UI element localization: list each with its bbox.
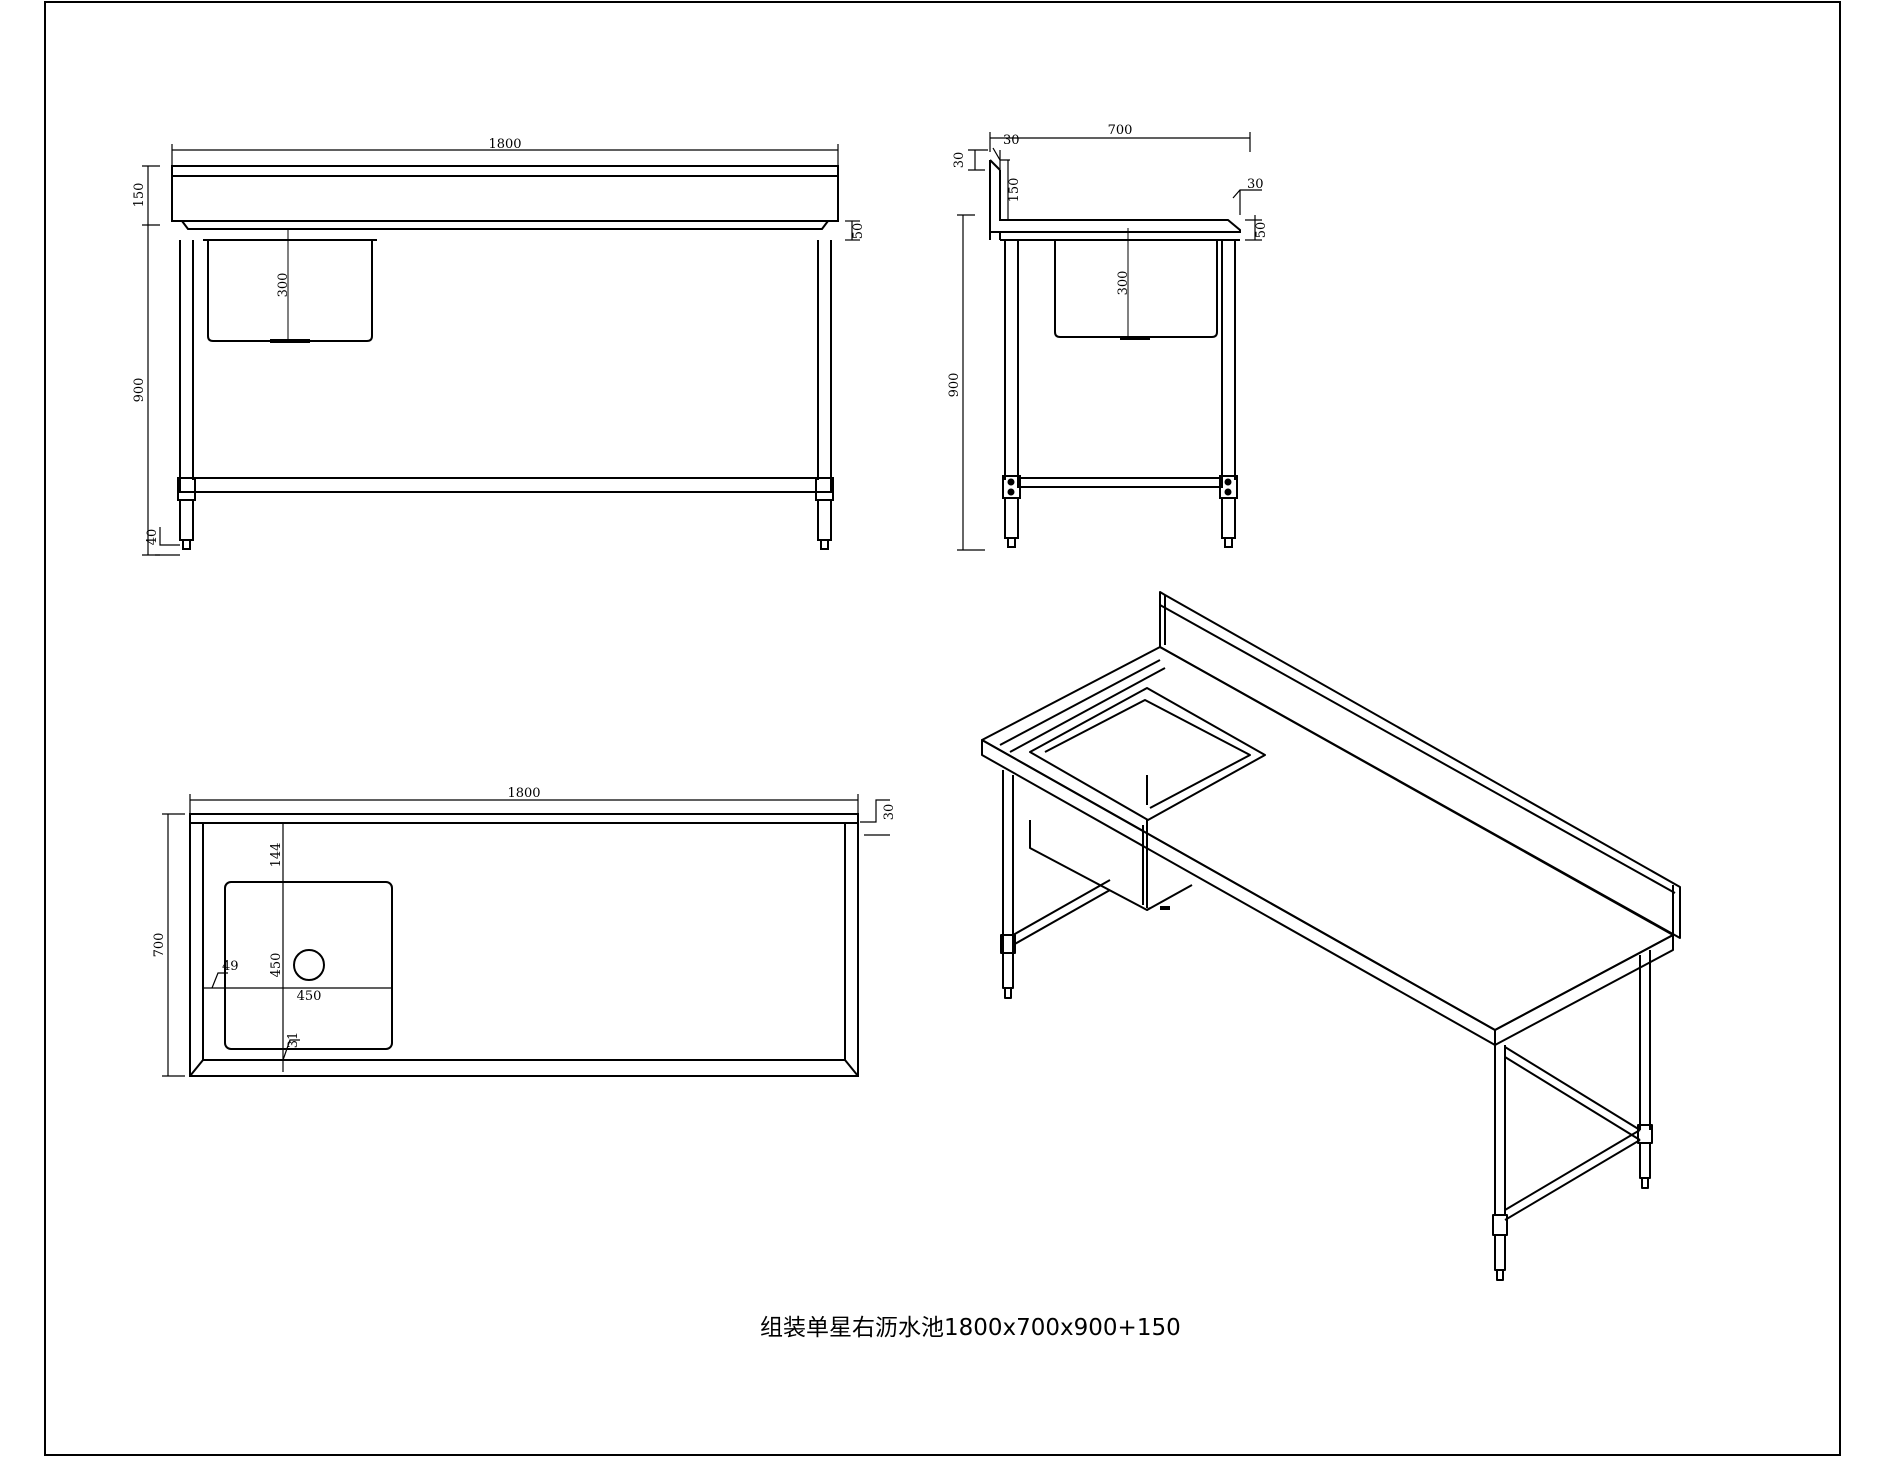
side-bowl-depth-label: 300 — [1116, 271, 1131, 296]
side-upstand-top-left-label: 30 — [952, 152, 967, 169]
side-depth-label: 700 — [1108, 123, 1133, 138]
top-bowl-size-h-label: 450 — [297, 989, 322, 1004]
front-view — [142, 144, 860, 556]
front-foot-label: 40 — [145, 529, 160, 546]
top-depth-label: 700 — [152, 933, 167, 958]
front-length-label: 1800 — [488, 137, 521, 152]
side-height-label: 900 — [947, 373, 962, 398]
side-view — [957, 132, 1262, 551]
top-view — [162, 794, 890, 1077]
front-height-label: 900 — [132, 378, 147, 403]
top-bowl-size-v-label: 450 — [269, 953, 284, 978]
top-side-offset-label: 49 — [222, 959, 239, 974]
front-thickness-label: 50 — [851, 223, 866, 240]
side-front-lip-label: 30 — [1247, 177, 1264, 192]
front-bowl-depth-label: 300 — [276, 273, 291, 298]
side-upstand-height-label: 150 — [1007, 178, 1022, 203]
side-thickness-label: 50 — [1254, 222, 1269, 239]
drawing-caption: 组装单星右沥水池1800x700x900+150 — [760, 1315, 1181, 1341]
top-front-offset-label: 31 — [286, 1032, 301, 1049]
side-upstand-top-label: 30 — [1003, 133, 1020, 148]
top-length-label: 1800 — [507, 786, 540, 801]
top-rear-lip-label: 30 — [882, 804, 897, 821]
sheet-border — [44, 1, 1841, 1456]
isometric-view — [981, 591, 1681, 1281]
front-backsplash-label: 150 — [132, 183, 147, 208]
top-bowl-offset-label: 144 — [269, 843, 284, 868]
